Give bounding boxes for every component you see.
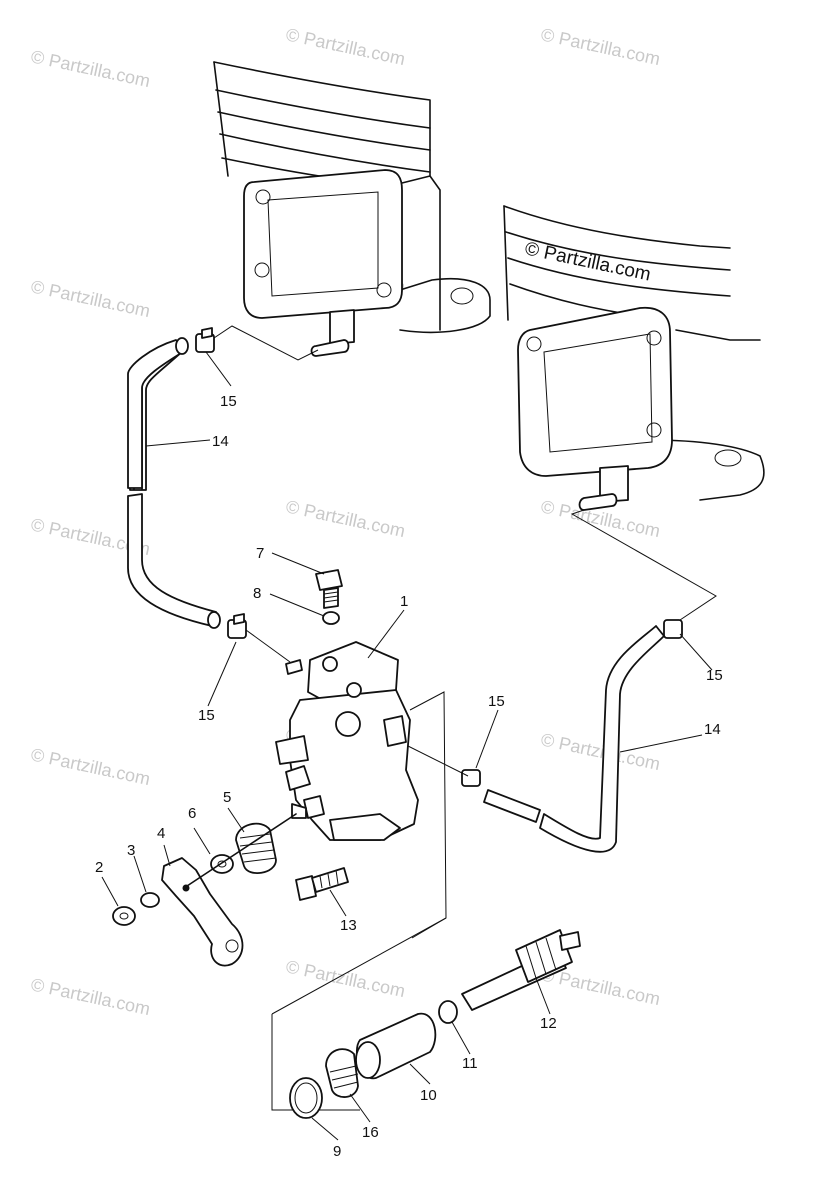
lever-assembly [112,813,297,967]
hose-left [127,325,319,663]
watermark: © Partzilla.com [284,24,407,69]
leader-lines [101,351,713,1141]
callout-16: 16 [362,1124,379,1141]
callout-5: 5 [223,789,231,806]
oil-pump-body [271,641,447,1111]
watermark: © Partzilla.com [284,956,407,1001]
callout-13: 13 [340,917,357,934]
bolt-7 [315,569,343,625]
callout-labels: 7 8 1 15 14 15 15 14 15 5 6 4 3 2 13 12 … [95,393,723,1160]
callout-4: 4 [157,825,165,842]
callout-8: 8 [253,585,261,602]
callout-14: 14 [704,721,721,738]
callout-1: 1 [400,593,408,610]
callout-9: 9 [333,1143,341,1160]
callout-3: 3 [127,842,135,859]
watermark: © Partzilla.com [539,24,662,69]
bolt-13 [295,867,349,901]
watermark: © Partzilla.com [539,729,662,774]
callout-7: 7 [256,545,264,562]
cylinder-right [503,205,765,511]
cylinder-left [213,61,491,357]
callout-15: 15 [706,667,723,684]
callout-6: 6 [188,805,196,822]
watermark: © Partzilla.com [29,276,152,321]
callout-15: 15 [220,393,237,410]
hose-right [395,509,717,853]
watermark: © Partzilla.com [29,46,152,91]
callout-15: 15 [198,707,215,724]
callout-2: 2 [95,859,103,876]
watermark: © Partzilla.com [29,974,152,1019]
watermark: © Partzilla.com [29,744,152,789]
callout-10: 10 [420,1087,437,1104]
callout-11: 11 [462,1055,478,1072]
callout-14: 14 [212,433,229,450]
shaft-assembly [289,929,581,1119]
callout-15: 15 [488,693,505,710]
watermark: © Partzilla.com [284,496,407,541]
callout-12: 12 [540,1015,557,1032]
